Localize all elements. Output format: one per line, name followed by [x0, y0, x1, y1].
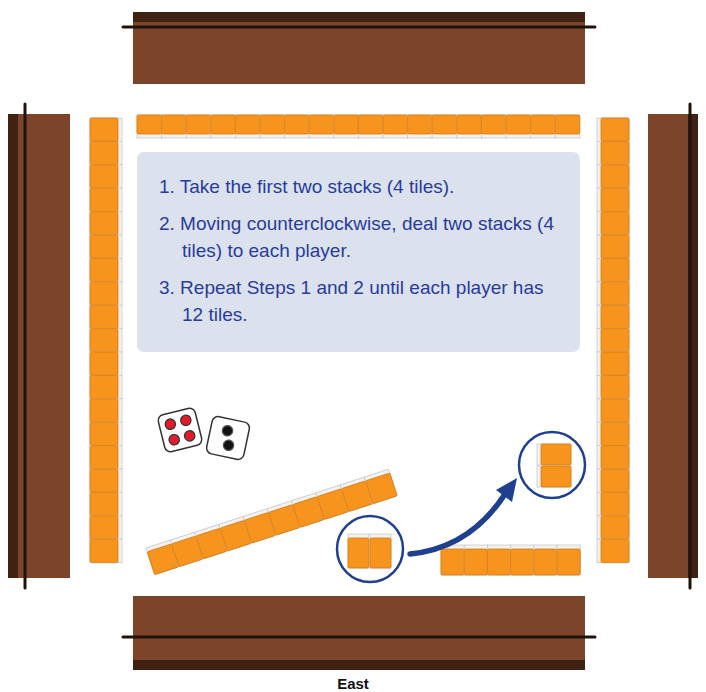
tile	[537, 444, 571, 465]
tile	[334, 115, 359, 138]
tile	[597, 446, 629, 469]
tile	[260, 115, 285, 138]
tile	[597, 375, 629, 398]
tile	[555, 115, 580, 138]
tile	[534, 545, 557, 575]
tile	[597, 188, 629, 211]
tile	[211, 115, 236, 138]
step-text: 3. Repeat Steps 1 and 2 until each playe…	[159, 274, 560, 328]
tile	[90, 352, 122, 375]
tile-rack	[123, 12, 595, 84]
die	[157, 407, 203, 453]
tile	[235, 115, 260, 138]
tile	[90, 188, 122, 211]
move-arrow	[410, 478, 517, 554]
tile	[90, 446, 122, 469]
tile	[487, 545, 510, 575]
tile	[309, 115, 334, 138]
tile	[90, 492, 122, 515]
tile	[358, 115, 383, 138]
step-text: 1. Take the first two stacks (4 tiles).	[159, 173, 560, 200]
tile	[597, 258, 629, 281]
tile-wall	[90, 115, 629, 575]
tile	[90, 118, 122, 141]
tile	[481, 115, 506, 138]
tile	[90, 141, 122, 164]
tile	[383, 115, 408, 138]
tile	[90, 282, 122, 305]
tile	[90, 212, 122, 235]
tile	[511, 545, 534, 575]
tile	[348, 534, 369, 568]
tile	[597, 399, 629, 422]
tile	[162, 115, 187, 138]
tile	[90, 399, 122, 422]
tile	[597, 422, 629, 445]
tile	[597, 165, 629, 188]
tile	[285, 115, 310, 138]
tile	[432, 115, 457, 138]
tile	[531, 115, 556, 138]
tile	[506, 115, 531, 138]
tile	[537, 466, 571, 487]
tile	[597, 305, 629, 328]
tile	[441, 545, 464, 575]
tile	[597, 118, 629, 141]
tile	[90, 329, 122, 352]
tile-rack	[648, 104, 698, 588]
tile	[364, 469, 397, 504]
tile	[90, 305, 122, 328]
tile	[90, 165, 122, 188]
die	[205, 415, 250, 460]
tile	[597, 516, 629, 539]
tile	[457, 115, 482, 138]
tile	[90, 375, 122, 398]
tile	[90, 422, 122, 445]
tile	[137, 115, 162, 138]
tile	[557, 545, 580, 575]
tile	[408, 115, 433, 138]
tile-rack	[123, 596, 595, 670]
tile-rack	[8, 104, 70, 588]
callout-circle	[519, 432, 585, 498]
tile	[90, 235, 122, 258]
tile	[597, 539, 629, 562]
tile	[370, 534, 391, 568]
tile	[597, 235, 629, 258]
tile	[597, 352, 629, 375]
instruction-panel: 1. Take the first two stacks (4 tiles). 2…	[137, 152, 580, 352]
tile	[90, 539, 122, 562]
seat-label: East	[337, 675, 369, 692]
callout-circle	[337, 516, 403, 582]
tile	[597, 469, 629, 492]
tile	[597, 141, 629, 164]
tile	[597, 282, 629, 305]
tile	[597, 212, 629, 235]
tile	[597, 492, 629, 515]
step-text: 2. Moving counterclockwise, deal two sta…	[159, 210, 560, 264]
tile	[597, 329, 629, 352]
tile	[186, 115, 211, 138]
tile	[90, 258, 122, 281]
tile	[90, 516, 122, 539]
tile	[464, 545, 487, 575]
tile	[90, 469, 122, 492]
